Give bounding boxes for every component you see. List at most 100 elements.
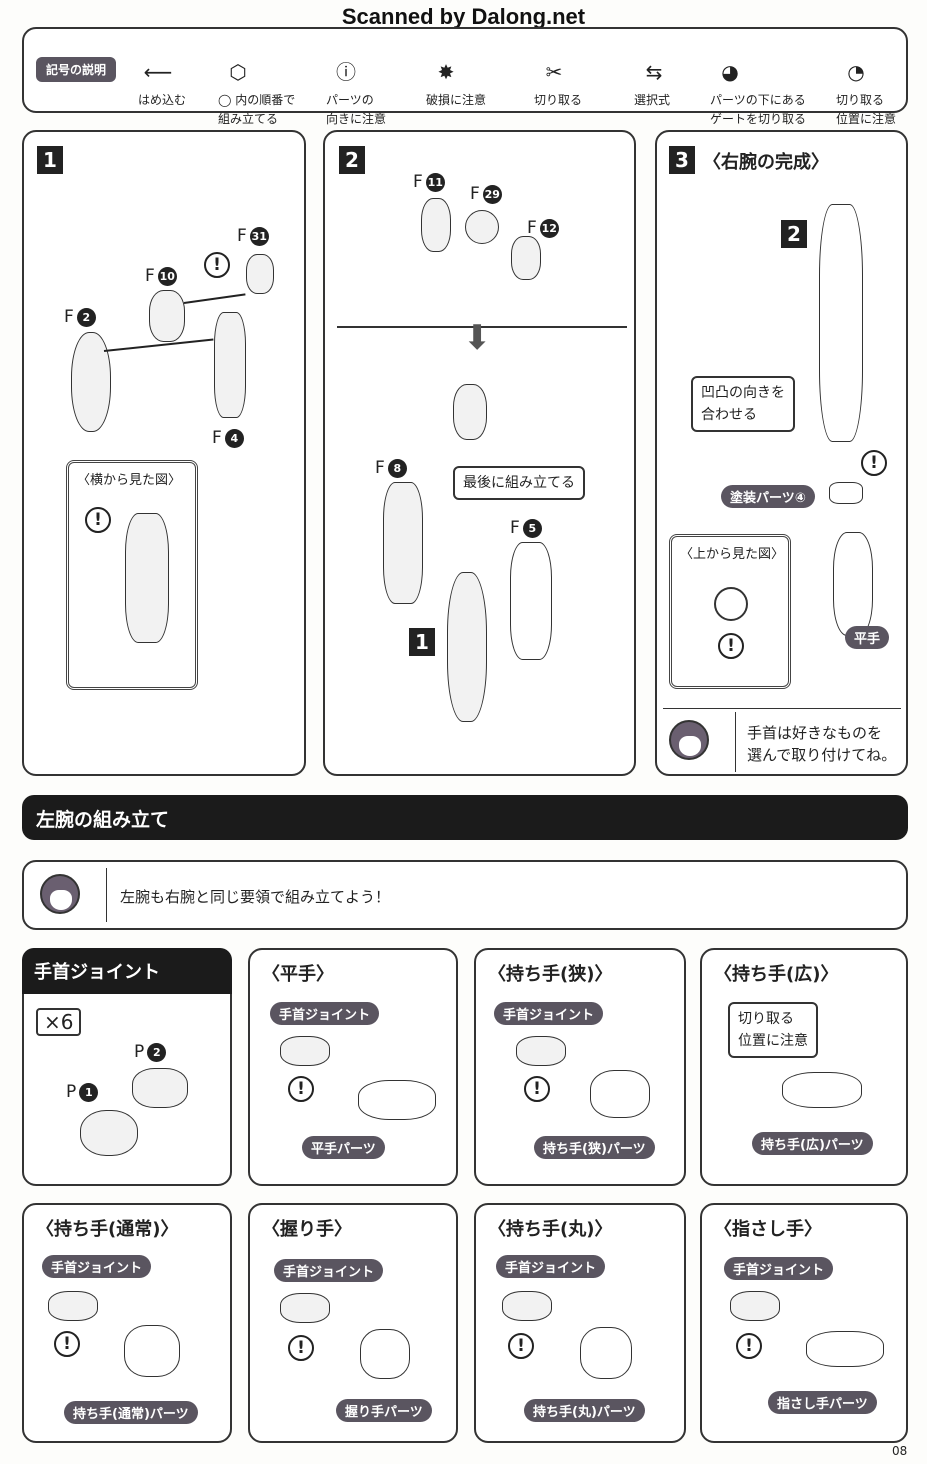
hand-part [358,1080,436,1120]
hand-part [580,1327,632,1379]
hand-panel-grip-narrow: 〈持ち手(狭)〉 手首ジョイント ! 持ち手(狭)パーツ [474,948,686,1186]
exclamation-icon: ! [861,450,887,476]
hand-panel-flat: 〈平手〉 手首ジョイント ! 平手パーツ [248,948,458,1186]
cut-position-icon: ◔ [847,60,865,84]
joint-label: 手首ジョイント [270,1002,380,1025]
panel-title: 手首ジョイント [22,948,232,994]
part-label: 平手パーツ [302,1136,385,1159]
step-3-panel: 3 〈右腕の完成〉 2 凹凸の向きを合わせる ! 塗装パーツ④ 〈上から見た図〉… [655,130,908,776]
joint-label: 手首ジョイント [724,1257,834,1280]
flat-hand-label: 平手 [845,626,890,649]
exclamation-icon: ! [85,507,111,533]
arm-assembly [447,572,487,722]
section-header: 左腕の組み立て [22,795,908,840]
gate-icon: ◕ [721,60,739,84]
part-f29 [465,210,499,244]
part-f2 [71,332,111,432]
hand-part [360,1329,410,1379]
part-label: 持ち手(通常)パーツ [64,1401,198,1424]
double-arrow-icon: ⇆ [645,60,663,84]
hand-part [806,1331,884,1367]
divider [337,326,627,328]
divider [106,868,107,922]
ring-icon [714,587,748,621]
exclamation-icon: ⓘ [336,60,356,84]
part-f8 [383,482,423,604]
part-label: 指さし手パーツ [768,1391,877,1414]
top-view-label: 〈上から見た図〉 [680,547,785,562]
wrist-joint [516,1036,566,1066]
hexagon-number-icon: ⬡ [229,60,247,84]
break-icon: ✸ [437,60,455,84]
callout-cut-position: 切り取る位置に注意 [728,1002,818,1058]
panel-title: 〈持ち手(通常)〉 [36,1219,179,1240]
panel-title: 〈持ち手(丸)〉 [488,1219,613,1240]
step-number: 1 [37,146,63,174]
step-number: 3 [669,146,695,174]
callout-assemble-last: 最後に組み立てる [453,466,585,500]
panel-title: 〈持ち手(広)〉 [714,964,839,985]
part-f4 [214,312,246,418]
legend-item-select: ⇆選択式 [634,60,674,110]
exclamation-icon: ! [736,1333,762,1359]
wrist-joint [280,1036,330,1066]
joint-label: 手首ジョイント [274,1259,384,1282]
exclamation-icon: ! [288,1335,314,1361]
exclamation-icon: ! [718,633,744,659]
legend-item-order: ⬡◯ 内の順番で組み立てる [218,60,296,126]
exclamation-icon: ! [508,1333,534,1359]
note-text: 左腕も右腕と同じ要領で組み立てよう！ [120,888,391,906]
legend-item-insert: ⟵はめ込む [138,60,187,107]
divider [663,708,901,709]
part-f12 [511,236,541,280]
exclamation-icon: ! [54,1331,80,1357]
part-label: 握り手パーツ [336,1399,432,1422]
panel-title: 〈指さし手〉 [714,1219,822,1240]
joint-label: 手首ジョイント [42,1255,152,1278]
hand-panel-grip-normal: 〈持ち手(通常)〉 手首ジョイント ! 持ち手(通常)パーツ [22,1203,232,1443]
part-label: 持ち手(広)パーツ [752,1132,873,1155]
part-f10 [149,290,185,342]
hand-part [590,1070,650,1118]
exclamation-icon: ! [288,1076,314,1102]
panel-title: 〈持ち手(狭)〉 [488,964,613,985]
hand-part [782,1072,862,1108]
legend-item-break: ✸破損に注意 [426,60,487,107]
quantity-badge: ×6 [36,1008,82,1036]
side-view-inset: 〈横から見た図〉 ! [66,460,198,690]
flat-hand [833,532,873,636]
painted-part [829,482,863,504]
hand-panel-pointing: 〈指さし手〉 手首ジョイント ! 指さし手パーツ [700,1203,908,1443]
legend-item-cut: ✂切り取る [534,60,583,107]
part-label: 持ち手(狭)パーツ [534,1136,655,1159]
hand-panel-grip-round: 〈持ち手(丸)〉 手首ジョイント ! 持ち手(丸)パーツ [474,1203,686,1443]
legend-item-gate: ◕パーツの下にあるゲートを切り取る [710,60,807,126]
painted-part-label: 塗装パーツ④ [721,485,815,508]
legend-title: 記号の説明 [36,57,117,82]
mascot-avatar [669,720,709,760]
part-f31 [246,254,274,294]
joint-label: 手首ジョイント [496,1255,606,1278]
part-joint [453,384,487,440]
left-arm-note: 左腕も右腕と同じ要領で組み立てよう！ [22,860,908,930]
panel-title: 〈平手〉 [262,964,334,985]
part-side-view [125,513,169,643]
step-title: 〈右腕の完成〉 [703,152,829,173]
mascot-avatar [40,874,80,914]
hand-panel-grip-wide: 〈持ち手(広)〉 切り取る位置に注意 持ち手(広)パーツ [700,948,908,1186]
